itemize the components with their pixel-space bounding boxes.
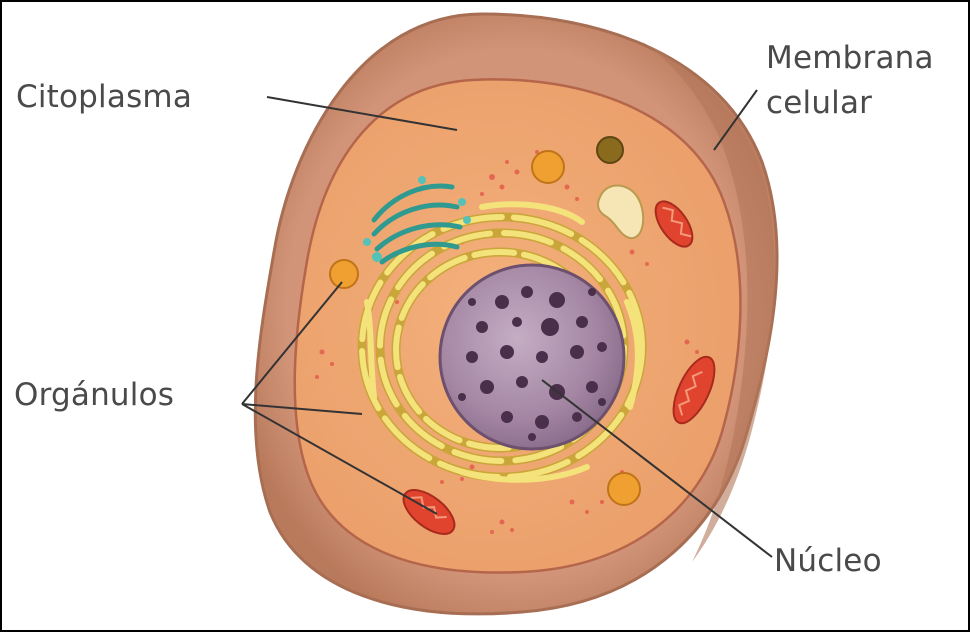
label-citoplasma: Citoplasma (16, 78, 192, 116)
label-membrana-line2: celular (766, 84, 872, 122)
label-organulos: Orgánulos (14, 376, 174, 414)
label-membrana-line1: Membrana (766, 39, 934, 77)
label-nucleo: Núcleo (774, 542, 882, 580)
